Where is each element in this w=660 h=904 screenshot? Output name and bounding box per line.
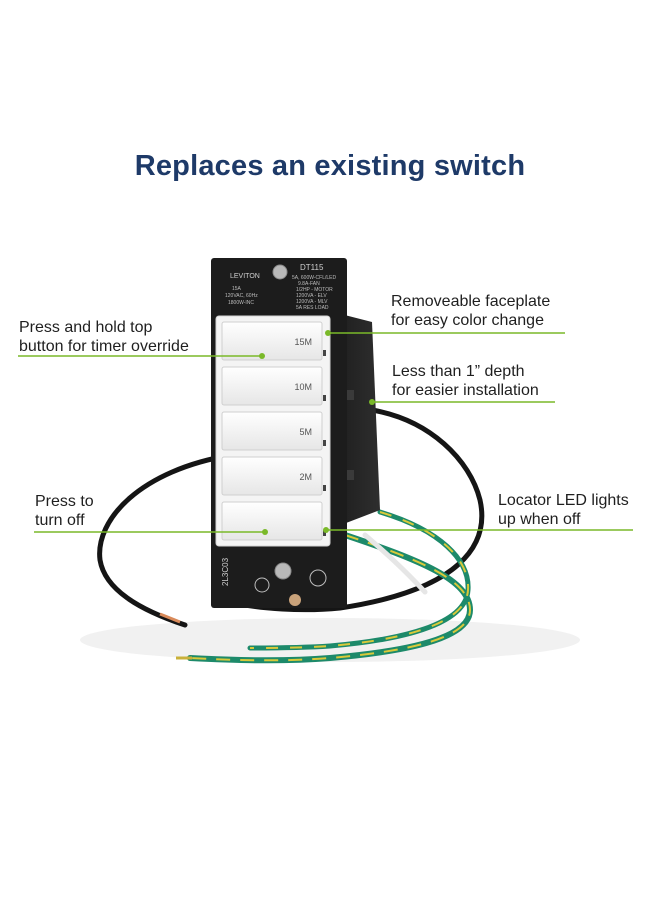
svg-text:1200VA - ELV: 1200VA - ELV: [296, 293, 327, 299]
timer-button-label: 2M: [299, 472, 312, 482]
button-led-indicator: [323, 350, 326, 356]
timer-button-5[interactable]: [221, 501, 323, 541]
timer-button-4[interactable]: [221, 456, 323, 496]
svg-text:5A RES LOAD: 5A RES LOAD: [296, 305, 329, 311]
callout-depth-line1: Less than 1” depth: [392, 363, 525, 380]
svg-text:9.8A-FAN: 9.8A-FAN: [298, 281, 320, 287]
svg-text:15A: 15A: [232, 286, 242, 292]
cert-mark: [254, 577, 270, 593]
svg-text:120VAC, 60Hz: 120VAC, 60Hz: [225, 293, 258, 299]
callout-press-hold-line2: button for timer override: [19, 338, 189, 355]
dot-press-off: [262, 529, 268, 535]
strap-loads: 5A, 600W-CFL/LED 9.8A-FAN 1/2HP - MOTOR …: [292, 275, 336, 311]
strap-rating: 15A 120VAC, 60Hz 1800W-INC: [225, 286, 258, 306]
callout-locator-line2: up when off: [498, 511, 581, 528]
timer-button-label: 10M: [294, 382, 312, 392]
timer-button-label: 15M: [294, 337, 312, 347]
leader-lines: [18, 330, 633, 535]
strap-bottom-code: 2L3C03: [221, 557, 230, 586]
ground-wire-1-stripe: [189, 534, 472, 662]
svg-text:1800W-INC: 1800W-INC: [228, 300, 254, 306]
dot-press-hold: [259, 353, 265, 359]
timer-button-label: 5M: [299, 427, 312, 437]
callout-press-off: Press to turn off: [35, 492, 94, 530]
callout-faceplate-line1: Removeable faceplate: [391, 293, 551, 310]
terminal-screw: [289, 594, 301, 606]
dot-faceplate: [325, 330, 331, 336]
button-led-indicator: [323, 530, 326, 536]
callout-press-hold-line1: Press and hold top: [19, 319, 153, 336]
button-led-indicator: [323, 395, 326, 401]
page-title: Replaces an existing switch: [134, 150, 526, 182]
callout-depth-line2: for easier installation: [392, 382, 539, 399]
callout-faceplate: Removeable faceplate for easy color chan…: [391, 292, 550, 330]
callout-depth: Less than 1” depth for easier installati…: [392, 362, 539, 400]
callout-locator: Locator LED lights up when off: [498, 491, 629, 529]
button-led-indicator: [323, 485, 326, 491]
timer-button-2[interactable]: [221, 366, 323, 406]
callout-press-off-line2: turn off: [35, 512, 85, 529]
strap-model: DT115: [300, 263, 324, 272]
cert-mark: [309, 569, 327, 587]
timer-buttons: 15M 10M 5M 2M: [221, 321, 326, 541]
dot-locator: [323, 527, 329, 533]
copper-wire-tip-left: [159, 612, 181, 624]
white-wire: [362, 532, 428, 595]
svg-text:1/2HP - MOTOR: 1/2HP - MOTOR: [296, 287, 333, 293]
timer-button-3[interactable]: [221, 411, 323, 451]
black-wire-left: [97, 452, 235, 628]
strap-screw-bottom: [274, 562, 292, 580]
svg-text:5A, 600W-CFL/LED: 5A, 600W-CFL/LED: [292, 275, 336, 281]
callout-faceplate-line2: for easy color change: [391, 312, 544, 329]
callout-locator-line1: Locator LED lights: [498, 492, 629, 509]
black-wire-right: [237, 407, 485, 613]
callout-press-off-line1: Press to: [35, 493, 94, 510]
callout-press-hold: Press and hold top button for timer over…: [19, 318, 189, 356]
svg-text:1200VA - MLV: 1200VA - MLV: [296, 299, 328, 305]
dot-depth: [369, 399, 375, 405]
timer-button-1[interactable]: [221, 321, 323, 361]
strap-brand: LEVITON: [230, 273, 260, 280]
strap-screw-top: [272, 264, 288, 280]
button-led-indicator: [323, 440, 326, 446]
ground-wire-2-stripe: [249, 511, 470, 649]
